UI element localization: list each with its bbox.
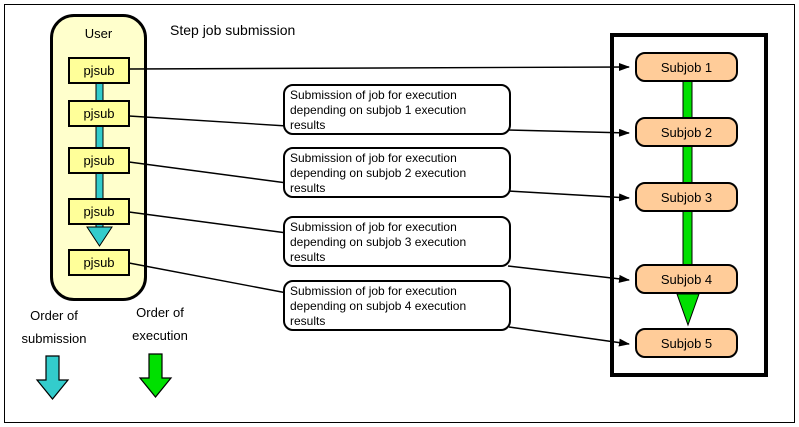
subjob-2-box: Subjob 2 [635,117,738,147]
pjsub-command-5: pjsub [68,249,130,276]
note-subjob2-dependency: Submission of job for execution dependin… [283,147,511,198]
subjob-3-box: Subjob 3 [635,182,738,212]
connector-pjsub2-note1 [128,115,288,127]
legend-line: submission [21,331,87,346]
note-subjob1-dependency: Submission of job for execution dependin… [283,84,511,135]
pjsub-command-1: pjsub [68,57,130,84]
user-container-label: User [84,26,113,41]
note-line: Submission of job for execution [290,88,457,102]
subjob-1-box: Subjob 1 [635,52,738,82]
connector-pjsub3-note2 [128,161,288,184]
note-line: depending on subjob 3 execution [290,235,467,249]
diagram-title: Step job submission [170,22,296,38]
note-subjob3-dependency: Submission of job for execution dependin… [283,216,511,267]
note-line: results [290,250,326,264]
subjob-4-box: Subjob 4 [635,264,738,294]
connector-note3-subjob4 [507,265,630,283]
pjsub-command-3: pjsub [68,147,130,174]
connector-pjsub4-note3 [128,211,288,234]
legend-line: Order of [30,308,78,323]
legend-submission-arrow-icon [35,355,70,400]
note-line: results [290,314,326,328]
legend-order-of-submission: Order of submission [4,304,104,350]
legend-line: execution [132,328,188,343]
pjsub-command-4: pjsub [68,198,130,225]
note-line: depending on subjob 4 execution [290,299,467,313]
legend-line: Order of [136,305,184,320]
note-line: Submission of job for execution [290,151,457,165]
note-subjob4-dependency: Submission of job for execution dependin… [283,280,511,331]
legend-order-of-execution: Order of execution [110,301,210,347]
note-line: results [290,118,326,132]
note-line: depending on subjob 1 execution [290,103,467,117]
note-line: results [290,181,326,195]
subjob-5-box: Subjob 5 [635,328,738,358]
connector-pjsub1-subjob1 [129,63,630,72]
connector-pjsub5-note4 [128,262,288,294]
connector-note4-subjob5 [508,326,630,347]
note-line: depending on subjob 2 execution [290,166,467,180]
connector-note1-subjob2 [507,128,630,137]
connector-note2-subjob3 [507,190,630,202]
note-line: Submission of job for execution [290,284,457,298]
legend-execution-arrow-icon [138,353,173,398]
note-line: Submission of job for execution [290,220,457,234]
diagram-outer-frame [4,4,795,423]
pjsub-command-2: pjsub [68,100,130,127]
